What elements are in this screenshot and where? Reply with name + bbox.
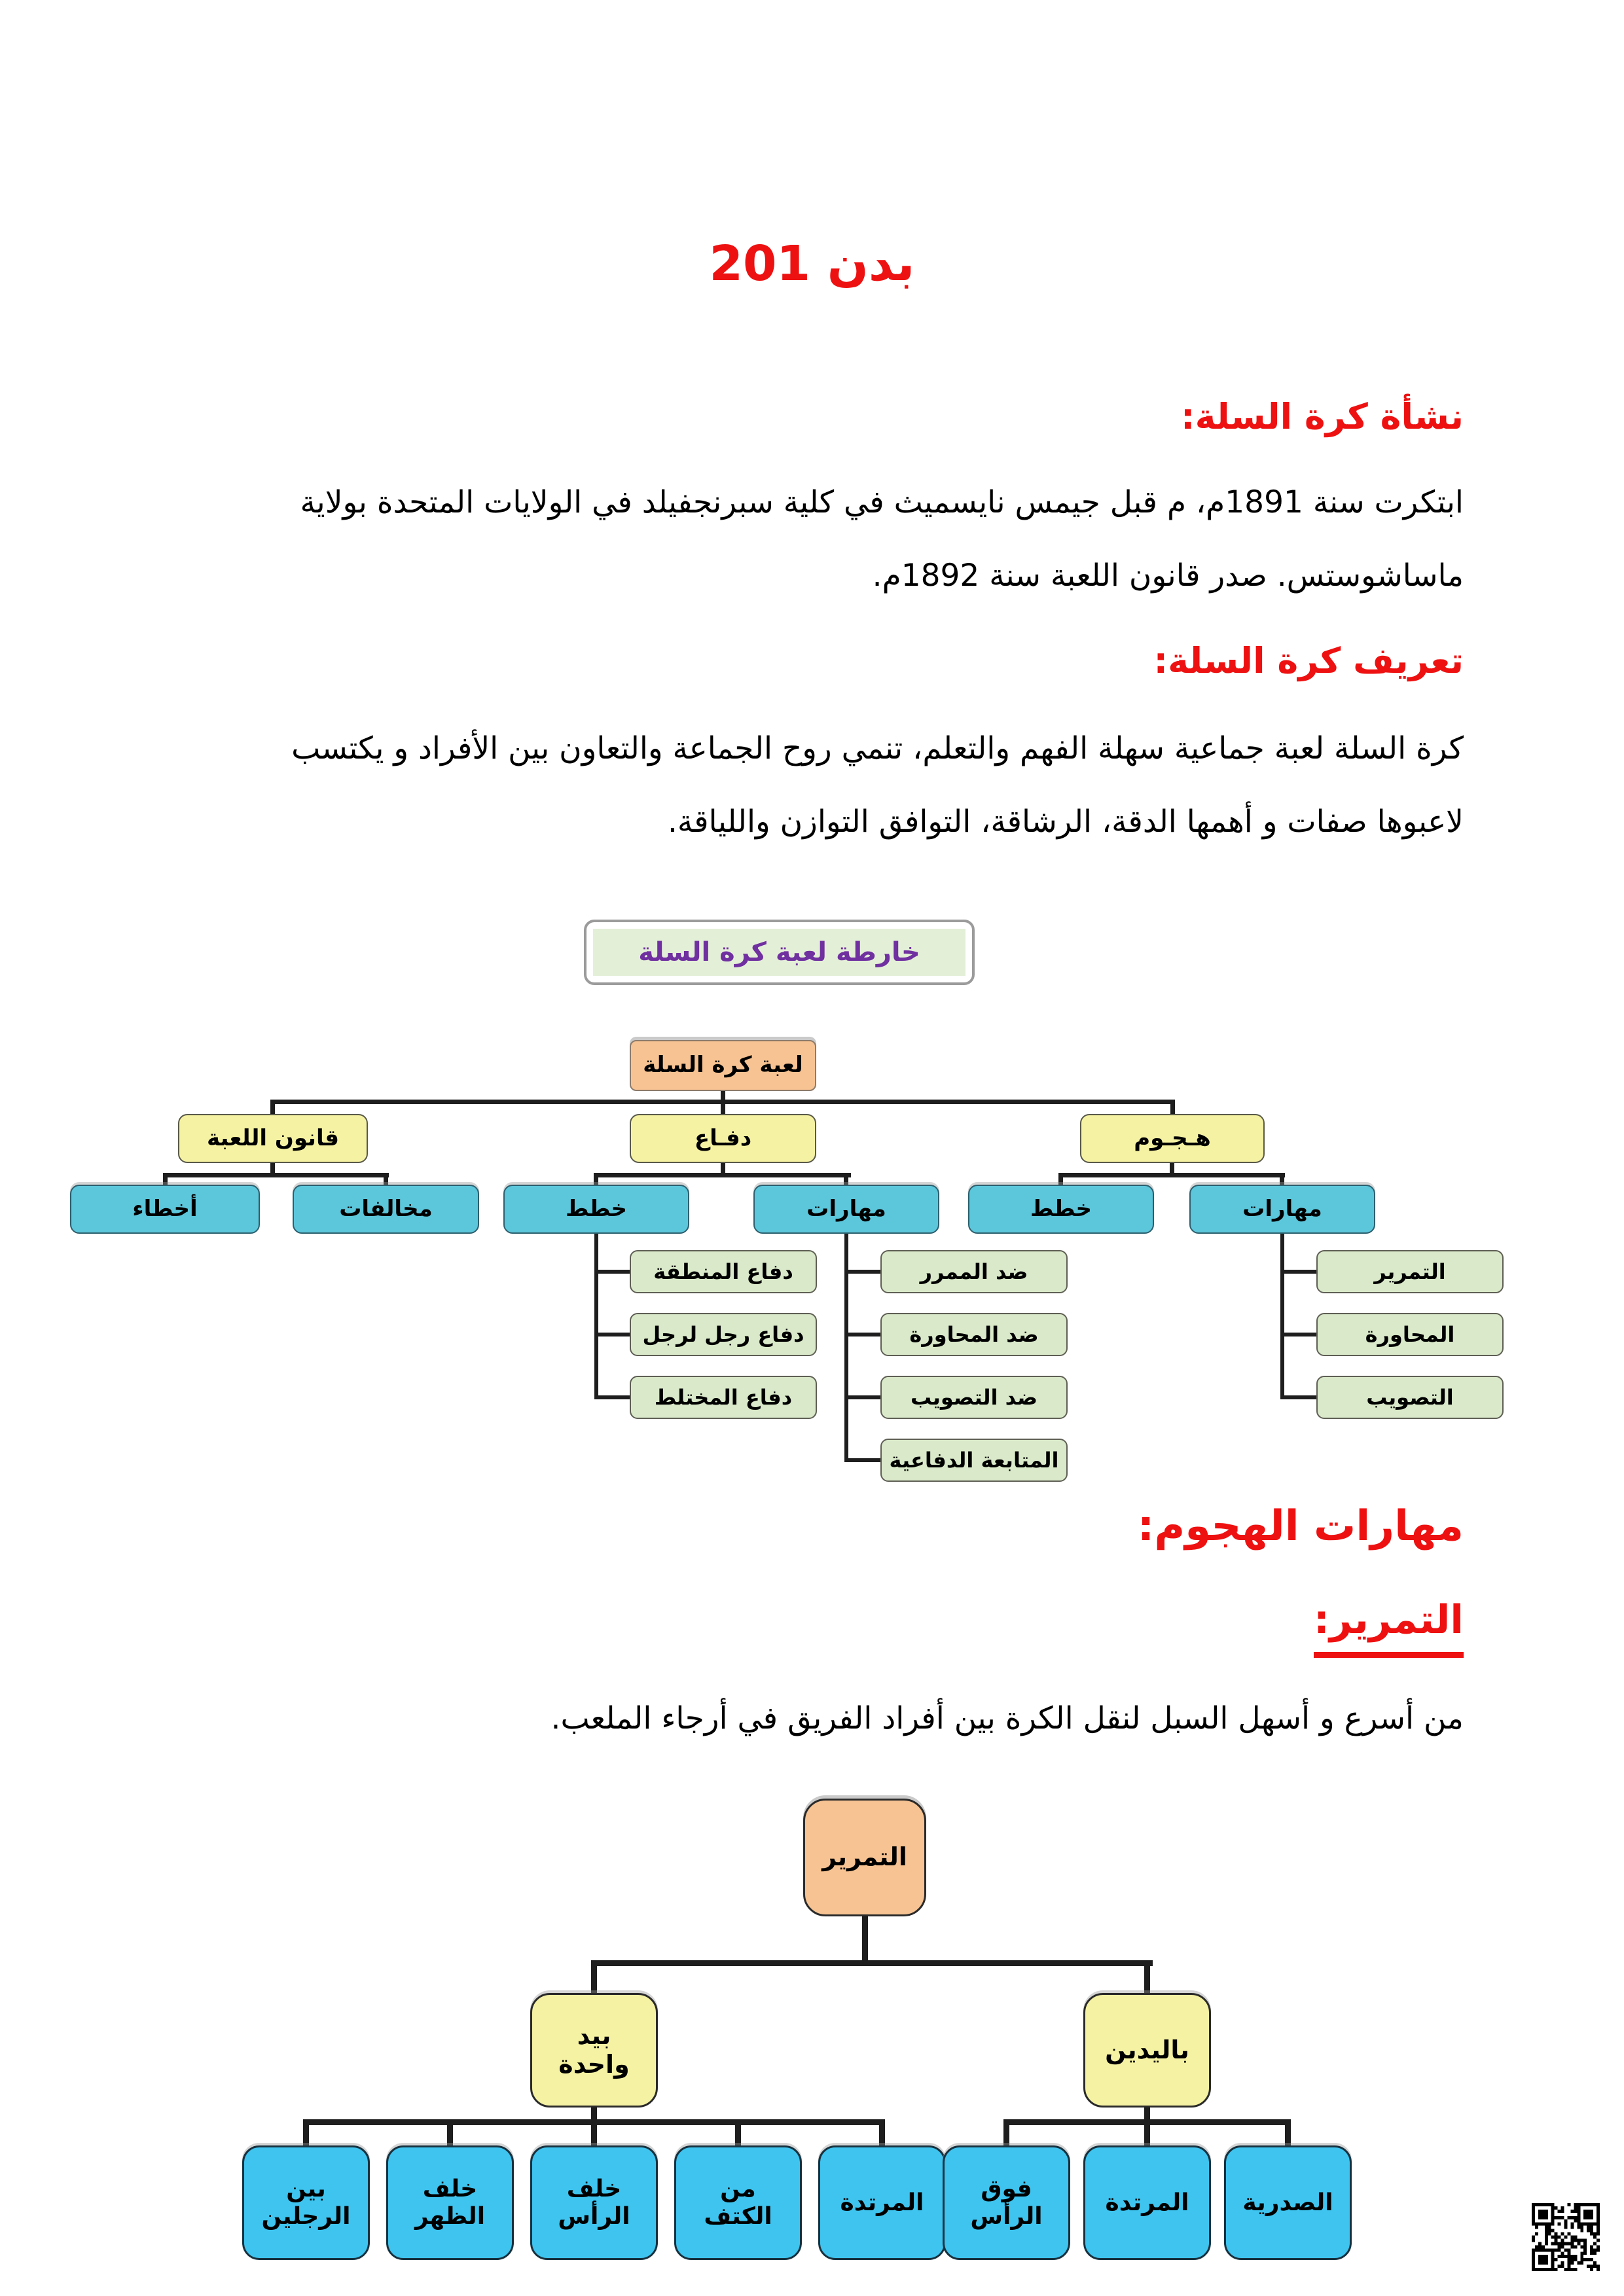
connector-line [1003, 2119, 1009, 2147]
connector-line [844, 1173, 848, 1186]
connector-line [594, 1234, 598, 1399]
diagram-caption: خارطة لعبة كرة السلة [593, 929, 965, 976]
node-game-root: لعبة كرة السلة [630, 1040, 816, 1091]
node-chest-pass: الصدرية [1224, 2145, 1352, 2260]
connector-line [1285, 2119, 1291, 2147]
attack-skills-heading: مهارات الهجوم: [1137, 1502, 1464, 1551]
node-bounce-pass-two-hands: المرتدة [1083, 2145, 1211, 2260]
connector-line [1144, 2108, 1150, 2122]
node-passing: التمرير [1316, 1250, 1504, 1293]
node-attack: هـجـوم [1080, 1114, 1265, 1163]
node-overhead-pass: فوق الرأس [943, 2145, 1070, 2260]
origin-heading: نشأة كرة السلة: [1181, 396, 1464, 437]
passing-heading: التمرير: [1314, 1597, 1464, 1658]
node-attack-skills: مهارات [1189, 1185, 1375, 1234]
connector-line [721, 1091, 725, 1103]
diagram-caption-box: خارطة لعبة كرة السلة [584, 920, 975, 985]
connector-line [591, 1960, 597, 1994]
node-shooting: التصويب [1316, 1376, 1504, 1419]
connector-line [594, 1270, 631, 1274]
definition-heading: تعريف كرة السلة: [1153, 640, 1464, 681]
connector-line [1280, 1333, 1318, 1336]
node-violations: مخالفات [293, 1185, 479, 1234]
connector-line [163, 1173, 168, 1186]
connector-line [1280, 1270, 1318, 1274]
connector-line [1170, 1163, 1174, 1175]
connector-line [1170, 1100, 1175, 1115]
connector-line [270, 1100, 275, 1115]
connector-line [594, 1333, 631, 1336]
connector-line [844, 1270, 882, 1274]
connector-line [303, 2119, 309, 2147]
node-zone-defense: دفاع المنطقة [630, 1250, 817, 1293]
node-two-hands: باليدين [1083, 1993, 1211, 2108]
connector-line [844, 1458, 882, 1462]
connector-line [844, 1234, 848, 1462]
definition-paragraph: كرة السلة لعبة جماعية سهلة الفهم والتعلم… [291, 730, 1464, 840]
node-bounce-pass-one-hand: المرتدة [818, 2145, 946, 2260]
origin-paragraph: ابتكرت سنة 1891م، م قبل جيمس نايسميث في … [300, 484, 1464, 594]
node-shoulder-pass: من الكتف [674, 2145, 802, 2260]
connector-line [447, 2119, 453, 2147]
qr-code [1532, 2203, 1600, 2271]
connector-line [1280, 1234, 1284, 1399]
node-passing-root: التمرير [803, 1799, 926, 1916]
connector-line [1280, 1173, 1284, 1186]
node-attack-tactics: خطط [968, 1185, 1154, 1234]
node-game-rules: قانون اللعبة [178, 1114, 368, 1163]
connector-line [1280, 1395, 1318, 1399]
connector-line [1144, 2119, 1150, 2147]
connector-line [591, 1960, 1153, 1966]
passing-paragraph: من أسرع و أسهل السبل لنقل الكرة بين أفرا… [550, 1700, 1464, 1736]
connector-line [844, 1333, 882, 1336]
node-one-hand: بيد واحدة [530, 1993, 658, 2108]
connector-line [163, 1173, 389, 1177]
node-defensive-followup: المتابعة الدفاعية [880, 1439, 1068, 1482]
connector-line [270, 1163, 275, 1175]
connector-line [1058, 1173, 1285, 1177]
node-behind-head-pass: خلف الرأس [530, 2145, 658, 2260]
node-mixed-defense: دفاع المختلط [630, 1376, 817, 1419]
node-defense-tactics: خطط [503, 1185, 689, 1234]
connector-line [591, 2119, 597, 2147]
node-man-to-man-defense: دفاع رجل لرجل [630, 1313, 817, 1356]
connector-line [721, 1163, 725, 1175]
connector-line [862, 1916, 868, 1964]
connector-line [591, 2108, 597, 2122]
connector-line [1144, 1960, 1150, 1994]
node-behind-back-pass: خلف الظهر [386, 2145, 514, 2260]
node-between-legs-pass: بين الرجلين [242, 2145, 370, 2260]
node-errors: أخطاء [70, 1185, 260, 1234]
node-against-passer: ضد الممرر [880, 1250, 1068, 1293]
node-against-dribbler: ضد المحاورة [880, 1313, 1068, 1356]
connector-line [384, 1173, 388, 1186]
connector-line [721, 1100, 725, 1115]
connector-line [1058, 1173, 1063, 1186]
connector-line [735, 2119, 741, 2147]
connector-line [594, 1173, 598, 1186]
node-defense: دفـاع [630, 1114, 816, 1163]
page-title: بدن 201 [709, 236, 915, 292]
connector-line [594, 1173, 851, 1177]
node-dribbling: المحاورة [1316, 1313, 1504, 1356]
node-defense-skills: مهارات [753, 1185, 939, 1234]
connector-line [844, 1395, 882, 1399]
node-against-shooter: ضد التصويب [880, 1376, 1068, 1419]
connector-line [879, 2119, 885, 2147]
connector-line [594, 1395, 631, 1399]
